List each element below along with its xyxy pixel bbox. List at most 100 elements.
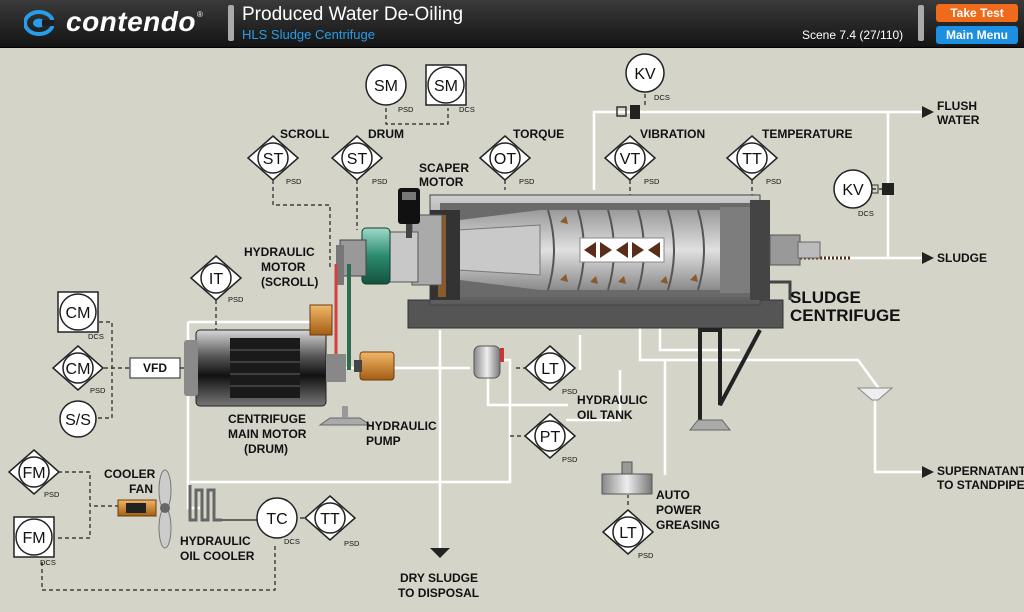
scraper-label-2: MOTOR [419, 175, 464, 189]
cm-dcs-instrument[interactable]: CM DCS [57, 291, 104, 341]
vfd-box: VFD [129, 357, 181, 379]
svg-text:FM: FM [22, 465, 45, 482]
ss-instrument[interactable]: S/S [59, 400, 97, 438]
sludge-centrifuge-label-2: CENTRIFUGE [790, 306, 901, 325]
sludge-centrifuge [407, 194, 821, 329]
svg-text:OT: OT [494, 151, 516, 168]
tt-temperature-instrument[interactable]: TT PSD [725, 135, 782, 186]
lt-grease-instrument[interactable]: LT PSD [601, 509, 655, 560]
main-motor-label-1: CENTRIFUGE [228, 412, 306, 426]
st-drum-instrument[interactable]: ST PSD [330, 135, 388, 186]
main-menu-button[interactable]: Main Menu [936, 26, 1018, 44]
hyd-motor-label-3: (SCROLL) [261, 275, 318, 289]
svg-text:VT: VT [620, 151, 641, 168]
hydraulic-motor-scroll [336, 227, 419, 285]
fm-psd-instrument[interactable]: FM PSD [7, 449, 61, 499]
pt-instrument[interactable]: PT PSD [523, 413, 578, 464]
dry-sludge-label-1: DRY SLUDGE [400, 571, 478, 585]
sm-psd-instrument[interactable]: SM PSD [365, 64, 414, 114]
take-test-button[interactable]: Take Test [936, 4, 1018, 22]
dry-sludge-label-2: TO DISPOSAL [398, 586, 479, 600]
kv-flush-instrument[interactable]: KV DCS [625, 53, 670, 102]
centrifuge-main-motor [184, 304, 372, 426]
scroll-label: SCROLL [280, 127, 329, 141]
sm-dcs-instrument[interactable]: SM DCS [425, 64, 475, 114]
vfd-label: VFD [143, 361, 167, 375]
header-divider-right [918, 5, 924, 41]
centrifuge-frame [688, 280, 792, 431]
oil-tank-label-2: OIL TANK [577, 408, 633, 422]
contendo-logo-icon [24, 10, 54, 36]
page-subtitle: HLS Sludge Centrifuge [242, 27, 375, 42]
hyd-pump-label-1: HYDRAULIC [366, 419, 437, 433]
main-motor-label-3: (DRUM) [244, 442, 288, 456]
auto-grease-label-1: AUTO [656, 488, 690, 502]
auto-grease-label-3: GREASING [656, 518, 720, 532]
logo-registered-mark: ® [197, 10, 203, 19]
tc-instrument[interactable]: TC DCS [256, 497, 300, 546]
svg-text:TT: TT [742, 151, 762, 168]
vt-instrument[interactable]: VT PSD [603, 135, 660, 186]
svg-text:ST: ST [263, 151, 284, 168]
tank-outlet-line [486, 378, 568, 407]
svg-text:DCS: DCS [459, 105, 475, 114]
hyd-pump-label-2: PUMP [366, 434, 401, 448]
process-diagram: VFD SM PSD SM DCS KV DCS ST PSD S [7, 53, 1024, 600]
flush-valve [616, 105, 640, 119]
oil-cooler-label-2: OIL COOLER [180, 549, 255, 563]
svg-text:PSD: PSD [644, 177, 660, 186]
temperature-label: TEMPERATURE [762, 127, 852, 141]
scraper-motor [398, 188, 420, 238]
cooler-fan-label-1: COOLER [104, 467, 156, 481]
ot-instrument[interactable]: OT PSD [478, 135, 535, 186]
svg-text:FM: FM [22, 530, 45, 547]
cooler-fan [117, 469, 172, 549]
scene-counter: Scene 7.4 (27/110) [802, 28, 904, 42]
oil-cooler-label-1: HYDRAULIC [180, 534, 251, 548]
svg-text:PSD: PSD [286, 177, 302, 186]
svg-text:SM: SM [374, 78, 398, 95]
dry-sludge-arrow-icon [430, 548, 450, 558]
tt-oil-instrument[interactable]: TT PSD [303, 495, 360, 548]
svg-text:CM: CM [66, 361, 91, 378]
cm-psd-instrument[interactable]: CM PSD [51, 345, 106, 395]
fm-dcs-instrument[interactable]: FM DCS [13, 516, 56, 567]
svg-text:LT: LT [541, 361, 559, 378]
top-bar: contendo ® Produced Water De-Oiling HLS … [0, 0, 1024, 48]
flush-arrow-icon [922, 106, 934, 118]
hyd-motor-label-2: MOTOR [261, 260, 306, 274]
svg-text:SM: SM [434, 78, 458, 95]
kv-sludge-instrument[interactable]: KV DCS [833, 169, 874, 218]
lt-oil-tank-instrument[interactable]: LT PSD [523, 345, 578, 396]
header-divider [228, 5, 234, 41]
flush-water-label-2: WATER [937, 113, 980, 127]
svg-text:S/S: S/S [65, 412, 91, 429]
diagram-labels: SCROLL DRUM SCAPER MOTOR TORQUE VIBRATIO… [104, 99, 1024, 600]
st-scroll-instrument[interactable]: ST PSD [246, 135, 302, 186]
svg-text:PT: PT [540, 429, 561, 446]
svg-text:PSD: PSD [638, 551, 654, 560]
supernatant-line-1 [638, 325, 882, 391]
svg-text:PSD: PSD [519, 177, 535, 186]
auto-grease-label-2: POWER [656, 503, 702, 517]
vibration-label: VIBRATION [640, 127, 705, 141]
it-instrument[interactable]: IT PSD [189, 255, 244, 304]
svg-text:PSD: PSD [766, 177, 782, 186]
flush-water-label-1: FLUSH [937, 99, 977, 113]
svg-text:PSD: PSD [344, 539, 360, 548]
svg-text:PSD: PSD [228, 295, 244, 304]
torque-label: TORQUE [513, 127, 564, 141]
logo-text: contendo [66, 6, 196, 37]
sludge-label: SLUDGE [937, 251, 987, 265]
svg-text:CM: CM [66, 305, 91, 322]
sludge-centrifuge-label-1: SLUDGE [790, 288, 861, 307]
cooler-fan-label-2: FAN [129, 482, 153, 496]
supernatant-outlet-line [873, 400, 922, 474]
supernatant-label-2: TO STANDPIPE [937, 478, 1024, 492]
supernatant-line-2 [658, 325, 740, 352]
svg-text:PSD: PSD [562, 387, 578, 396]
svg-text:PSD: PSD [372, 177, 388, 186]
svg-text:TC: TC [266, 511, 287, 528]
svg-text:DCS: DCS [284, 537, 300, 546]
